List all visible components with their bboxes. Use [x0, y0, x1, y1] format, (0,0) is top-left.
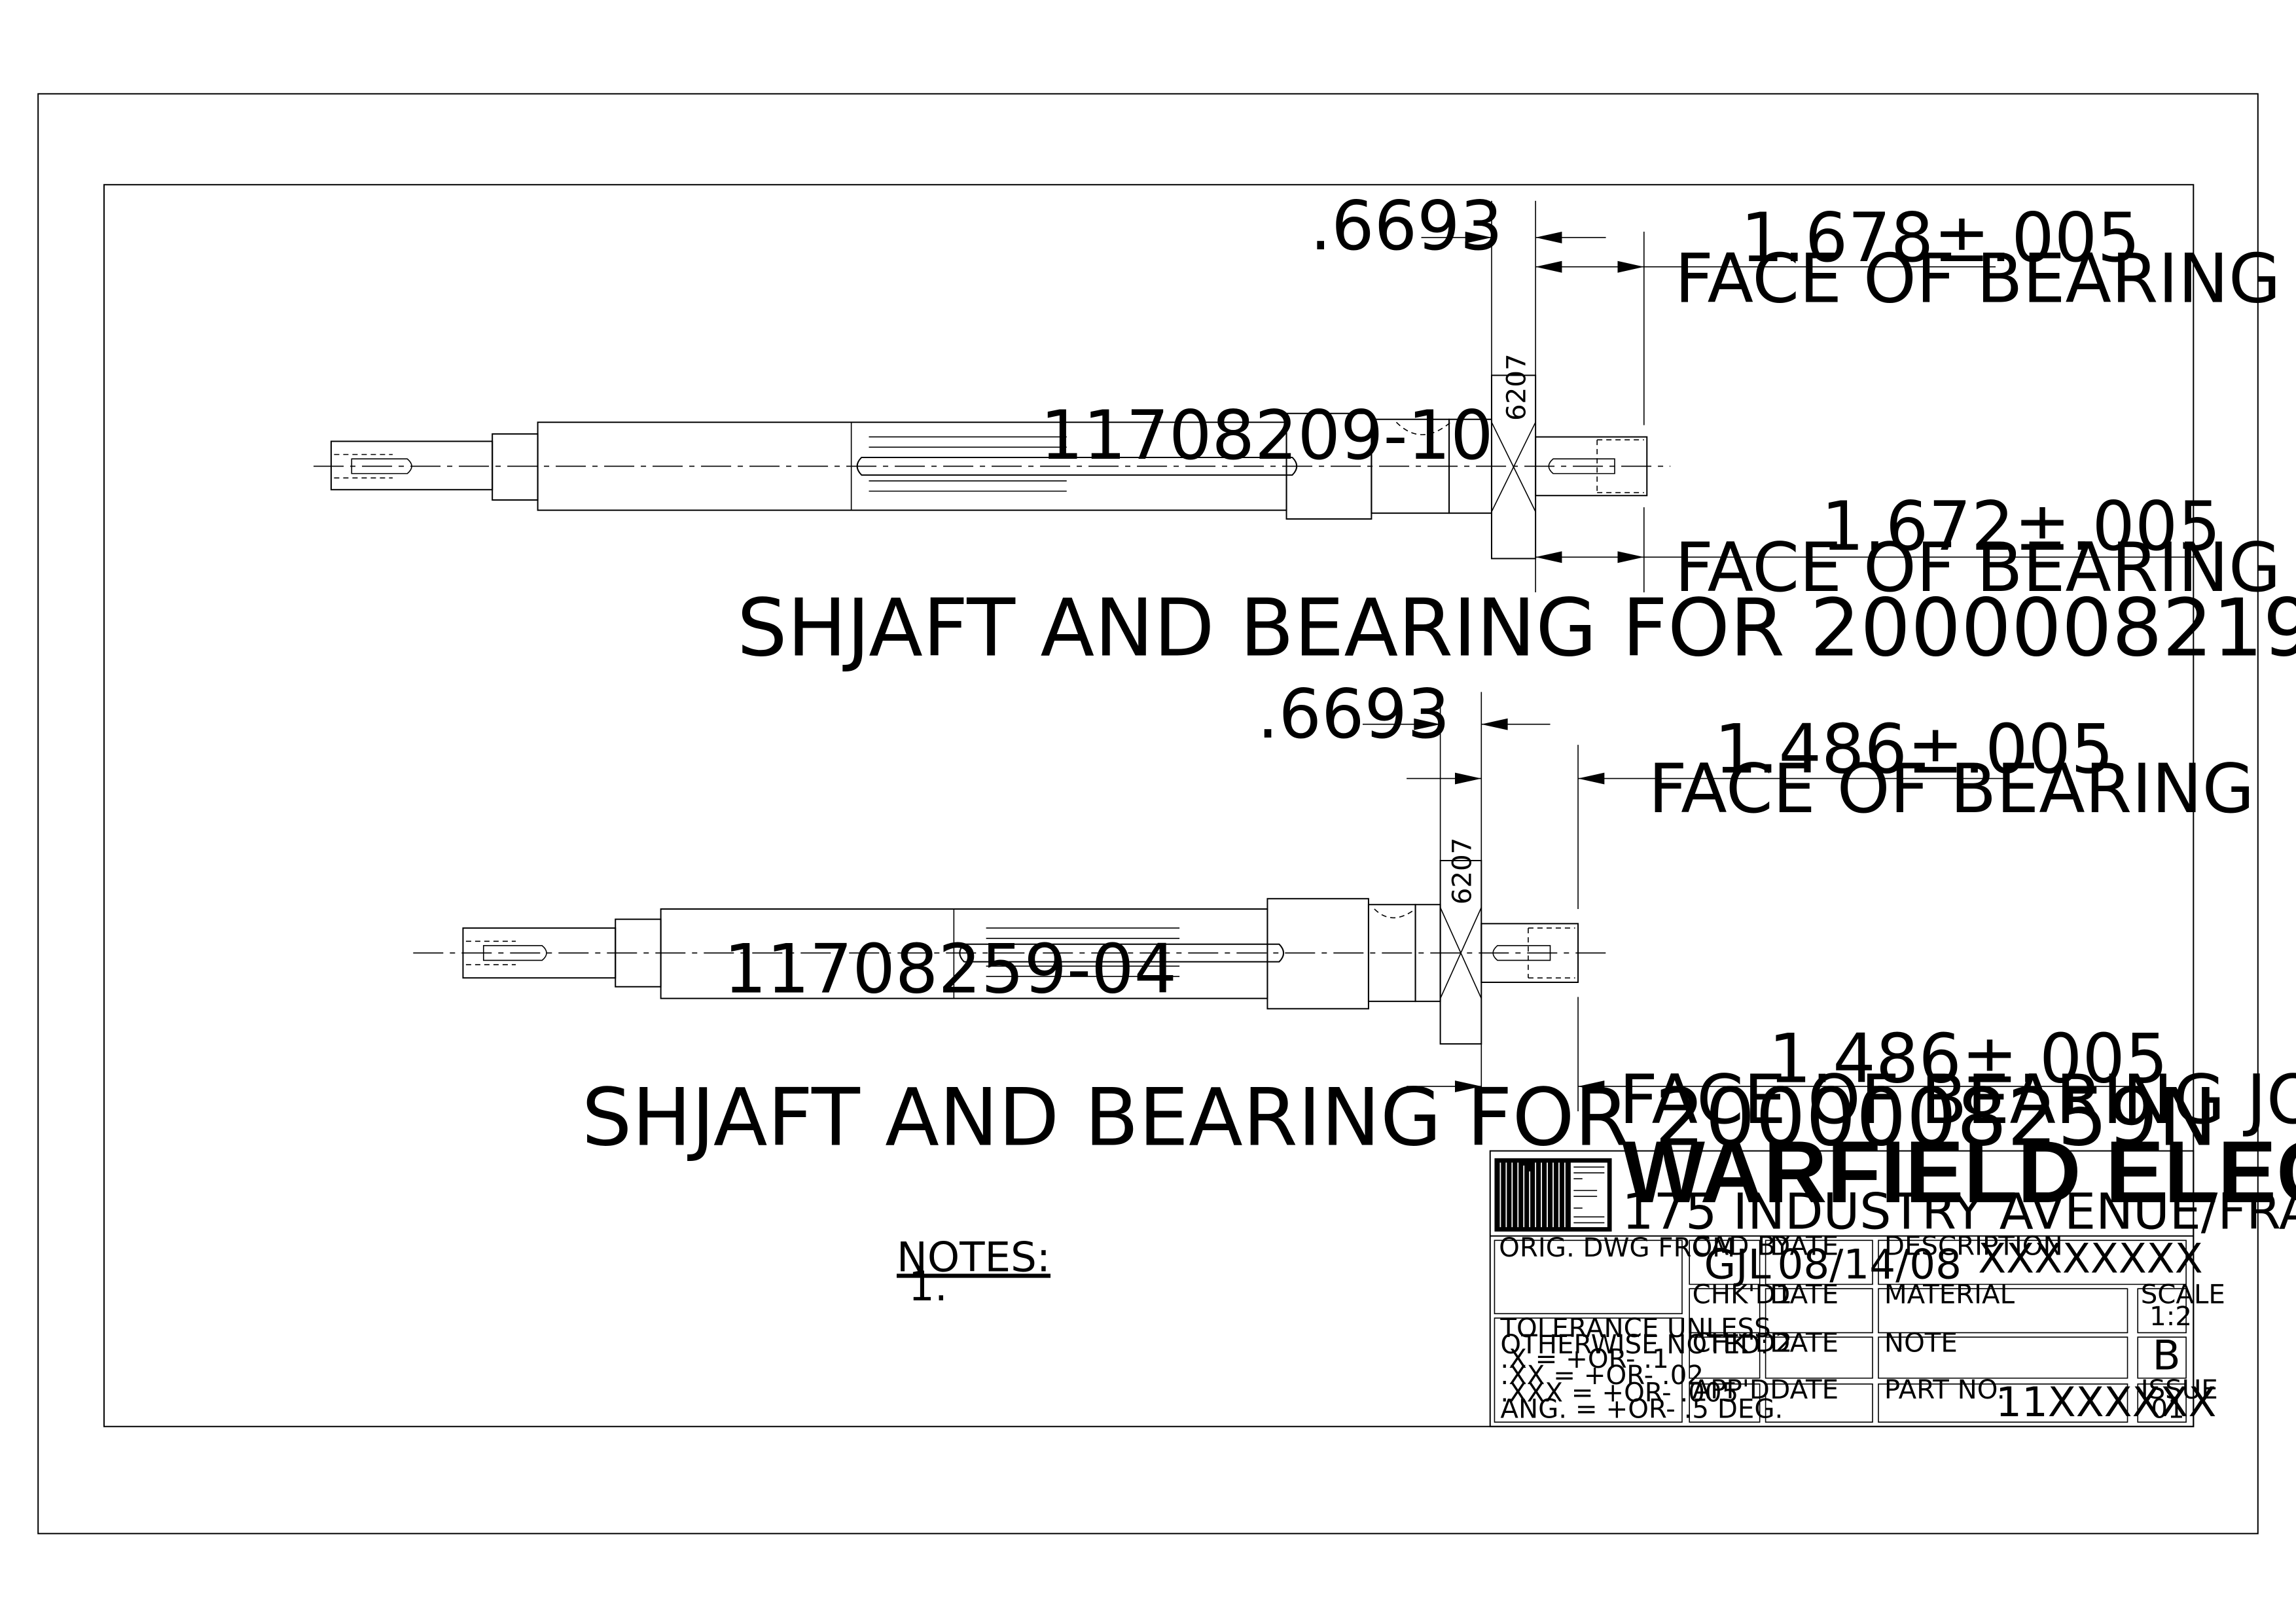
material-label: MATERIAL: [1884, 1279, 2015, 1310]
upper-bearing-number: 6207: [1501, 353, 1532, 421]
part-no-value: 11XXXXXX: [1996, 1378, 2216, 1426]
tolerance-line-6: ANG. = +OR- .5 DEG.: [1500, 1393, 1783, 1424]
upper-shaft-step: [492, 434, 537, 500]
scale-label: SCALE: [2141, 1279, 2225, 1310]
company-address: 175 INDUSTRY AVENUE/FRANKFORT, IL 60423-…: [1622, 1182, 2296, 1240]
issue-label: ISSUE: [2141, 1374, 2218, 1405]
orig-dwg-label: ORIG. DWG FROM: [1499, 1232, 1735, 1263]
chk1-label: CHK'D1: [1693, 1279, 1793, 1310]
lower-shaft-shoulder: [1267, 899, 1368, 1008]
upper-shaft-right-end: [1535, 437, 1647, 496]
description-label: DESCRIPTION: [1884, 1231, 2063, 1262]
upper-shaft-assembly: 6207: [314, 353, 1670, 558]
notes-title: NOTES:: [897, 1233, 1050, 1281]
lower-dimensions: [1363, 692, 2139, 1111]
lower-face-of-bearing-label: FACE OF BEARING: [1649, 750, 2255, 829]
upper-caption: SHJAFT AND BEARING FOR 2000008219N: [737, 582, 2296, 674]
upper-part-number: 11708209-10: [1040, 397, 1493, 475]
upper-face-of-bearing-label: FACE OF BEARING: [1675, 240, 2281, 318]
date-label-4: DATE: [1770, 1374, 1839, 1405]
upper-journal-label: FACE OF BEARING JOURNAL: [1675, 529, 2296, 607]
tolerance-line-2: OTHERWISE NOTED:: [1500, 1329, 1768, 1360]
notes-item-1: 1.: [908, 1262, 948, 1310]
date-label-2: DATE: [1770, 1279, 1839, 1310]
tolerance-line-5: .XXX = +OR- .005: [1500, 1378, 1738, 1408]
upper-journal-dim: 1.672±.005: [1821, 488, 2221, 566]
company-logo: [1494, 1158, 1612, 1232]
lower-caption: SHJAFT AND BEARING FOR 2000008259N: [582, 1072, 2217, 1164]
upper-bearing-offset: .6693: [1310, 187, 1503, 266]
cad-by-label: CAD BY: [1693, 1231, 1791, 1262]
date-value: 08/14/08: [1778, 1241, 1962, 1289]
description-value: XXXXXXXX: [1978, 1235, 2202, 1283]
lower-keyway: [960, 944, 1283, 962]
chk2-label: CHK'D2: [1693, 1328, 1793, 1359]
upper-keyway: [857, 457, 1297, 475]
lower-journal-label: FACE OF BEARING JOURNAL: [1619, 1061, 2296, 1139]
cad-by-value: GJL: [1704, 1241, 1771, 1289]
date-label-1: DATE: [1770, 1231, 1839, 1262]
issue-value: 01: [2151, 1393, 2184, 1424]
appd-label: APP'D: [1693, 1374, 1770, 1405]
lower-journal-dim: 1.486±.005: [1768, 1020, 2168, 1098]
date-label-3: DATE: [1770, 1328, 1839, 1359]
drawing-frame: [104, 185, 2193, 1427]
upper-face-of-bearing-dim: 1.678±.005: [1741, 199, 2140, 277]
lower-shaft-right-end: [1481, 923, 1578, 982]
lower-shaft-assembly: 6207: [413, 838, 1611, 1044]
company-name: WARFIELD ELECTRIC CO., INC.: [1622, 1123, 2296, 1221]
lower-part-number: 11708259-04: [724, 931, 1177, 1009]
scale-value: 1:2: [2149, 1301, 2192, 1332]
size-value: B: [2153, 1331, 2181, 1379]
part-no-label: PART NO.: [1884, 1374, 2005, 1405]
title-block: WARFIELD ELECTRIC CO., INC. 175 INDUSTRY…: [1490, 1123, 2296, 1427]
tolerance-line-1: TOLERANCE UNLESS: [1499, 1313, 1770, 1344]
tolerance-line-3: .X = +OR- .1: [1500, 1344, 1668, 1374]
lower-bearing-number: 6207: [1447, 838, 1478, 905]
lower-face-of-bearing-dim: 1.486±.005: [1714, 711, 2113, 789]
upper-dimensions: [1422, 201, 2201, 592]
outer-border: [38, 94, 2258, 1533]
tolerance-line-4: .XX = +OR- .02: [1500, 1360, 1704, 1391]
note-label: NOTE: [1884, 1328, 1958, 1359]
lower-bearing-offset: .6693: [1257, 675, 1450, 754]
